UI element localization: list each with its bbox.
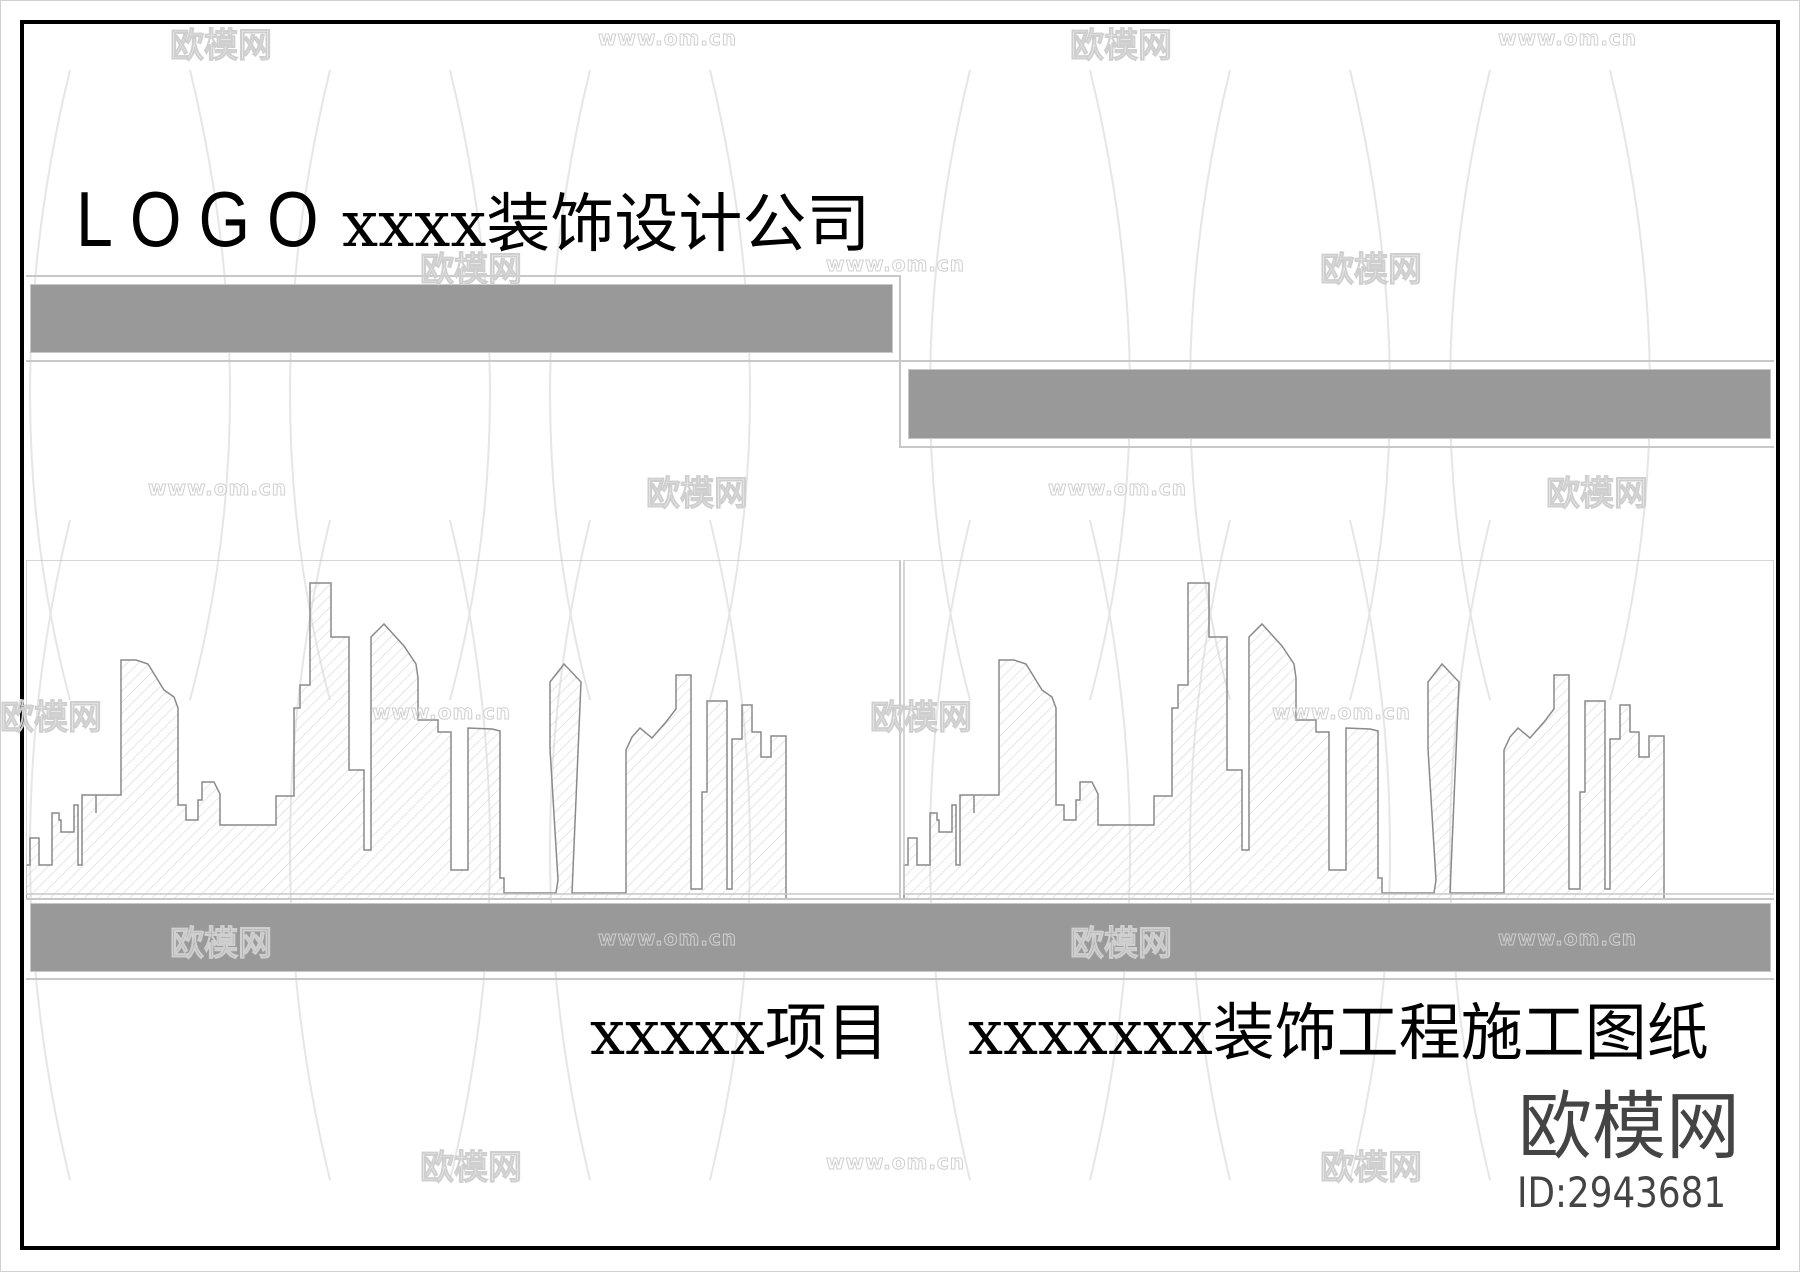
header-top-rule [26,275,899,277]
header-band-right [908,369,1771,439]
project-name: xxxxx项目 [590,996,889,1069]
header-band-left [30,284,893,353]
logo-placeholder: LOGO [76,175,336,263]
company-name: xxxx装饰设计公司 [342,188,871,262]
brand-stamp-id: ID:2943681 [1517,1168,1727,1217]
footer-bottom-rule [26,978,1774,980]
skyline-right [903,582,1665,900]
header-bottom-rule [899,446,1774,448]
brand-stamp-name: 欧模网 [1518,1084,1740,1170]
city-skyline-illustration [26,560,1774,900]
footer-band [30,903,1771,972]
drawing-frame [20,20,1780,1250]
header-middle-rule [26,360,1774,362]
footer-top-rule [26,898,1774,900]
drawing-title: xxxxxxx装饰工程施工图纸 [968,996,1709,1069]
skyline-left [26,582,787,900]
